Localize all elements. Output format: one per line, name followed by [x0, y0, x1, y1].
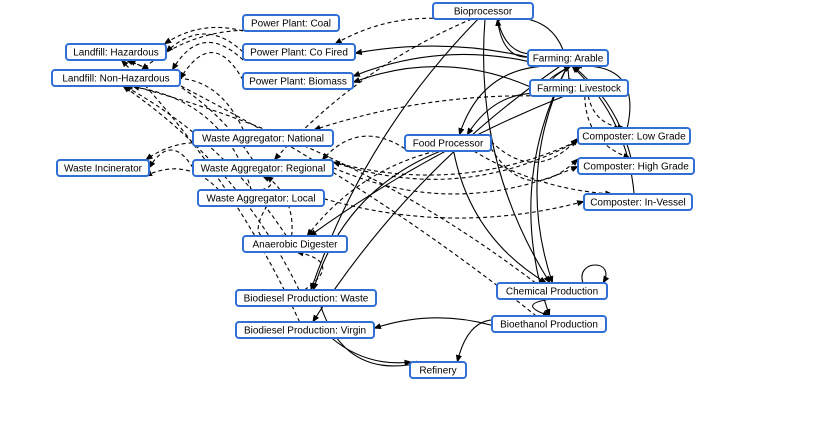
node-label: Composter: In-Vessel — [590, 198, 686, 209]
node-composter-in-vessel[interactable]: Composter: In-Vessel — [583, 193, 693, 211]
edge-biodiesel_virgin-to-refinery — [331, 337, 413, 366]
edge-wa_local-to-anaerobic — [257, 205, 290, 241]
node-label: Farming: Livestock — [537, 84, 622, 95]
edge-bioprocessor-to-pp_cofired — [334, 17, 448, 45]
node-bioethanol-production[interactable]: Bioethanol Production — [491, 315, 607, 333]
edge-farming_arable-to-pp_biomass — [352, 53, 529, 77]
edge-food_processor-to-wa_regional — [321, 135, 406, 161]
node-label: Anaerobic Digester — [252, 240, 338, 251]
edge-bioprocessor-to-farming_arable — [496, 18, 555, 56]
edge-farming_livestock-to-food_processor — [466, 92, 561, 136]
edge-pp_cofired-to-landfill_haz — [165, 33, 244, 53]
node-label: Biodiesel Production: Virgin — [244, 326, 366, 337]
edge-composter_high-to-farming_arable — [572, 65, 632, 159]
edge-pp_coal-to-landfill_haz — [163, 26, 244, 45]
edge-farming_livestock-to-anaerobic — [308, 95, 565, 237]
node-label: Bioprocessor — [454, 7, 513, 18]
node-farming-arable[interactable]: Farming: Arable — [527, 49, 609, 67]
node-label: Farming: Arable — [533, 54, 604, 65]
node-refinery[interactable]: Refinery — [409, 361, 467, 379]
node-bioprocessor[interactable]: Bioprocessor — [432, 2, 534, 20]
edge-farming_livestock-to-composter_low — [587, 95, 626, 131]
edge-food_processor-to-anaerobic — [306, 150, 437, 237]
node-label: Landfill: Non-Hazardous — [62, 74, 169, 85]
node-label: Composter: Low Grade — [582, 132, 686, 143]
node-waste-aggregator-local[interactable]: Waste Aggregator: Local — [197, 189, 325, 207]
edge-pp_biomass-to-landfill_nonhaz — [179, 52, 244, 81]
edge-food_processor-to-biodiesel_waste — [312, 150, 441, 291]
edge-farming_livestock-to-pp_biomass — [352, 66, 531, 88]
node-farming-livestock[interactable]: Farming: Livestock — [529, 79, 629, 97]
edge-pp_cofired-to-landfill_nonhaz — [171, 41, 244, 71]
nodes-layer: Bioprocessor Power Plant: Coal Power Pla… — [51, 2, 695, 379]
edge-food_processor-to-composter_low — [490, 137, 579, 163]
edge-farming_arable-to-pp_cofired — [354, 45, 529, 58]
node-label: Power Plant: Co Fired — [250, 48, 348, 59]
node-label: Chemical Production — [506, 287, 598, 298]
node-label: Power Plant: Coal — [251, 19, 331, 30]
node-label: Waste Aggregator: Local — [206, 194, 315, 205]
edge-bioethanol-to-landfill_haz — [128, 59, 537, 317]
node-biodiesel-production-waste[interactable]: Biodiesel Production: Waste — [235, 289, 377, 307]
edge-farming_arable-to-biodiesel_virgin — [312, 65, 561, 323]
node-composter-low-grade[interactable]: Composter: Low Grade — [577, 127, 691, 145]
edge-chemical-to-landfill_nonhaz — [131, 84, 536, 284]
edge-farming_arable-to-bioethanol — [530, 65, 568, 317]
node-label: Food Processor — [413, 139, 484, 150]
edge-bioethanol-to-biodiesel_virgin — [373, 317, 493, 330]
node-composter-high-grade[interactable]: Composter: High Grade — [577, 157, 695, 175]
edge-composter_invessel-to-farming_arable — [571, 65, 635, 195]
edge-biodiesel_waste-to-anaerobic — [295, 250, 324, 291]
edge-biodiesel_waste-to-landfill_nonhaz — [122, 85, 300, 291]
edge-chemical-to-chemical — [581, 264, 610, 284]
edge-farming_livestock-to-bioprocessor — [492, 14, 570, 81]
node-waste-incinerator[interactable]: Waste Incinerator — [56, 159, 150, 177]
node-waste-aggregator-national[interactable]: Waste Aggregator: National — [192, 129, 334, 147]
node-label: Biodiesel Production: Waste — [244, 294, 369, 305]
node-label: Waste Incinerator — [64, 164, 143, 175]
edge-food_processor-to-chemical — [453, 150, 548, 284]
edge-wa_regional-to-composter_low — [332, 140, 579, 176]
node-waste-aggregator-regional[interactable]: Waste Aggregator: Regional — [192, 159, 334, 177]
edge-wa_local-to-waste_incinerator — [144, 168, 220, 191]
node-label: Landfill: Hazardous — [73, 48, 159, 59]
node-label: Power Plant: Biomass — [249, 77, 347, 88]
node-chemical-production[interactable]: Chemical Production — [496, 282, 608, 300]
node-power-plant-biomass[interactable]: Power Plant: Biomass — [242, 72, 354, 90]
edge-composter_low-to-wa_regional — [332, 140, 579, 180]
edge-wa_regional-to-composter_high — [332, 165, 579, 195]
node-label: Refinery — [419, 366, 456, 377]
edge-farming_livestock-to-composter_high — [584, 95, 631, 159]
node-label: Waste Aggregator: Regional — [201, 164, 326, 175]
node-label: Composter: High Grade — [583, 162, 689, 173]
node-biodiesel-production-virgin[interactable]: Biodiesel Production: Virgin — [235, 321, 375, 339]
edge-wa_local-to-composter_invessel — [323, 198, 585, 219]
node-power-plant-coal[interactable]: Power Plant: Coal — [242, 14, 340, 32]
node-label: Waste Aggregator: National — [202, 134, 324, 145]
edge-wa_regional-to-waste_incinerator — [148, 149, 194, 169]
edge-food_processor-to-composter_high — [490, 148, 579, 182]
node-landfill-hazardous[interactable]: Landfill: Hazardous — [65, 43, 167, 61]
node-label: Bioethanol Production — [500, 320, 598, 331]
edge-bioprocessor-to-chemical — [483, 18, 551, 284]
node-food-processor[interactable]: Food Processor — [404, 134, 492, 152]
node-landfill-nonhazardous[interactable]: Landfill: Non-Hazardous — [51, 69, 181, 87]
node-power-plant-cofired[interactable]: Power Plant: Co Fired — [242, 43, 356, 61]
node-anaerobic-digester[interactable]: Anaerobic Digester — [242, 235, 348, 253]
